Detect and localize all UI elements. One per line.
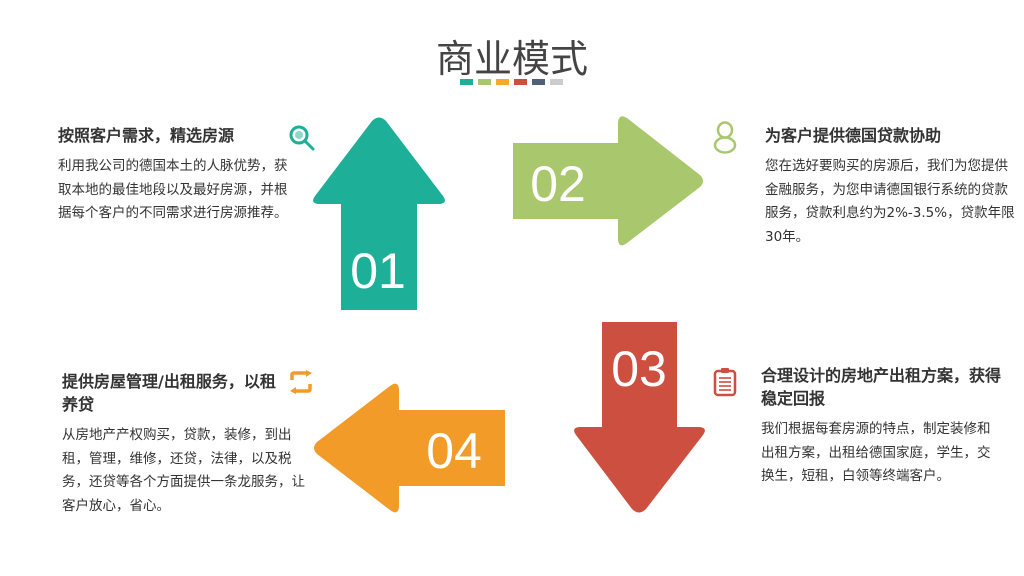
arrow-02: 02 — [513, 116, 703, 246]
person-icon — [713, 121, 737, 154]
step-01-title: 按照客户需求，精选房源 — [58, 126, 235, 145]
clipboard-icon — [713, 368, 737, 397]
step-03-text: 合理设计的房地产出租方案，获得稳定回报 我们根据每套房源的特点，制定装修和出租方… — [761, 364, 1016, 489]
color-bar-decoration — [460, 79, 563, 85]
step-02-text: 为客户提供德国贷款协助 您在选好要购买的房源后，我们为您提供金融服务，为您申请德… — [765, 124, 1015, 249]
refresh-icon — [290, 370, 312, 394]
arrow-03-number: 03 — [611, 341, 667, 397]
step-02-body: 您在选好要购买的房源后，我们为您提供金融服务，为您申请德国银行系统的贷款服务，贷… — [765, 158, 1015, 245]
arrow-03: 03 — [574, 322, 705, 513]
step-02-title: 为客户提供德国贷款协助 — [765, 126, 942, 145]
arrow-04-number: 04 — [426, 423, 482, 479]
step-04-body: 从房地产产权购买，贷款，装修，到出租，管理，维修，还贷，法律，以及税务，还贷等各… — [62, 427, 305, 514]
step-04-text: 提供房屋管理/出租服务，以租养贷 从房地产产权购买，贷款，装修，到出租，管理，维… — [62, 370, 310, 518]
step-04-title: 提供房屋管理/出租服务，以租养贷 — [62, 372, 276, 414]
arrow-01-number: 01 — [350, 243, 406, 299]
step-03-title: 合理设计的房地产出租方案，获得稳定回报 — [761, 366, 1002, 408]
search-icon — [289, 125, 315, 151]
arrow-04: 04 — [314, 383, 505, 513]
step-01-text: 按照客户需求，精选房源 利用我公司的德国本土的人脉优势，获取本地的最佳地段以及最… — [58, 124, 290, 226]
step-01-body: 利用我公司的德国本土的人脉优势，获取本地的最佳地段以及最好房源，并根据每个客户的… — [58, 158, 288, 221]
page-title: 商业模式 — [435, 37, 588, 81]
step-03-body: 我们根据每套房源的特点，制定装修和出租方案，出租给德国家庭，学生，交换生，短租，… — [761, 421, 991, 484]
arrow-02-number: 02 — [530, 156, 586, 212]
arrow-01: 01 — [313, 117, 445, 310]
